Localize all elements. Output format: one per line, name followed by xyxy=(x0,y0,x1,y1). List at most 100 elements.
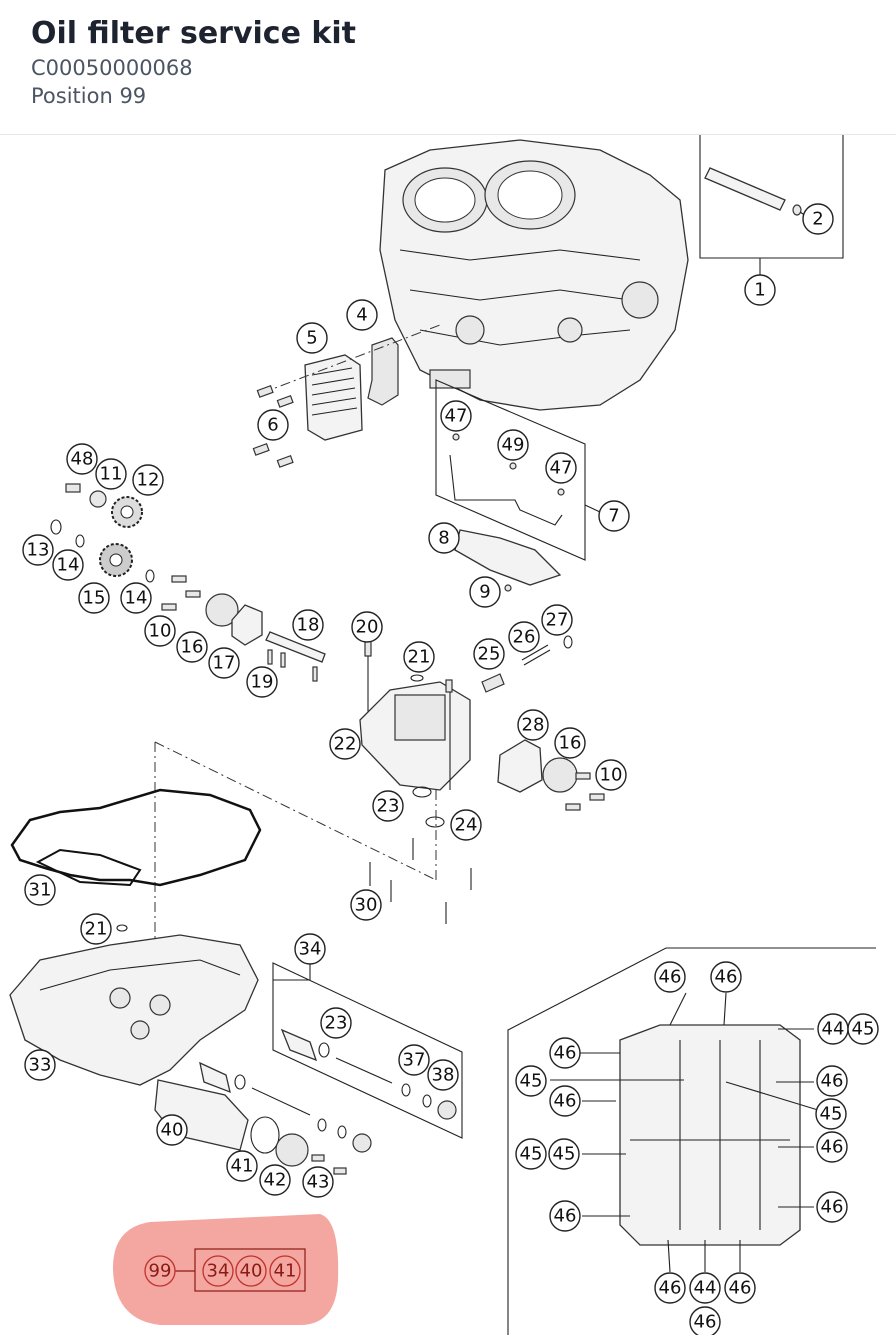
callout-4-text: 4 xyxy=(356,305,367,326)
callout-10-text: 10 xyxy=(600,765,623,786)
callout-14-text: 14 xyxy=(125,588,148,609)
callout-45-text: 45 xyxy=(553,1144,576,1165)
callout-46: 46 xyxy=(654,1272,686,1304)
callout-31: 31 xyxy=(24,874,56,906)
callout-38: 38 xyxy=(427,1059,459,1091)
callout-20-text: 20 xyxy=(356,617,379,638)
callout-25-text: 25 xyxy=(478,644,501,665)
callout-14: 14 xyxy=(52,549,84,581)
callout-47: 47 xyxy=(545,452,577,484)
callout-22: 22 xyxy=(329,728,361,760)
kit-item-34: 34 xyxy=(207,1261,230,1282)
callout-8-text: 8 xyxy=(438,528,449,549)
callout-9: 9 xyxy=(469,576,501,608)
oil-pan-drawing xyxy=(9,924,259,1086)
callout-46-text: 46 xyxy=(554,1043,577,1064)
callout-43: 43 xyxy=(302,1166,334,1198)
oil-filter-drawing xyxy=(154,1061,372,1175)
pump-housing-drawing xyxy=(359,635,573,828)
callout-42: 42 xyxy=(259,1164,291,1196)
callout-23-text: 23 xyxy=(377,796,400,817)
callout-45-text: 45 xyxy=(520,1071,543,1092)
callout-46: 46 xyxy=(549,1085,581,1117)
callout-27-text: 27 xyxy=(546,610,569,631)
callout-24-text: 24 xyxy=(455,815,478,836)
callout-20: 20 xyxy=(351,611,383,643)
callout-1: 1 xyxy=(744,274,776,306)
callout-34: 34 xyxy=(294,933,326,965)
callout-21: 21 xyxy=(403,641,435,673)
callout-46-text: 46 xyxy=(659,1278,682,1299)
callout-25: 25 xyxy=(473,638,505,670)
callout-8: 8 xyxy=(428,522,460,554)
callout-46: 46 xyxy=(816,1191,848,1223)
callout-48-text: 48 xyxy=(71,449,94,470)
callout-48: 48 xyxy=(66,443,98,475)
callout-37-text: 37 xyxy=(403,1050,426,1071)
callout-49: 49 xyxy=(497,429,529,461)
callout-22-text: 22 xyxy=(334,734,357,755)
callout-45: 45 xyxy=(815,1098,847,1130)
filter-screen-drawing xyxy=(454,529,562,592)
callout-33: 33 xyxy=(24,1049,56,1081)
pin-group xyxy=(699,135,844,276)
exploded-parts-diagram: 99 34 40 41 1245678910101112131414151616… xyxy=(9,135,879,1335)
callout-45-text: 45 xyxy=(520,1144,543,1165)
callout-24: 24 xyxy=(450,809,482,841)
callout-43-text: 43 xyxy=(307,1172,330,1193)
callout-45: 45 xyxy=(515,1065,547,1097)
callout-19: 19 xyxy=(246,666,278,698)
callout-28-text: 28 xyxy=(522,715,545,736)
callout-46: 46 xyxy=(710,961,742,993)
callout-7-text: 7 xyxy=(608,506,619,527)
callout-14: 14 xyxy=(120,582,152,614)
callout-26-text: 26 xyxy=(513,627,536,648)
callout-46-text: 46 xyxy=(554,1206,577,1227)
callout-23: 23 xyxy=(372,790,404,822)
callout-46-text: 46 xyxy=(659,967,682,988)
callout-45: 45 xyxy=(515,1138,547,1170)
position-label: Position 99 xyxy=(31,84,147,108)
oil-pan-detail-view xyxy=(507,947,876,1335)
callout-45-text: 45 xyxy=(852,1019,875,1040)
callout-19-text: 19 xyxy=(251,672,274,693)
callout-17-text: 17 xyxy=(213,653,236,674)
callout-46-text: 46 xyxy=(821,1071,844,1092)
callout-45: 45 xyxy=(548,1138,580,1170)
callout-1-text: 1 xyxy=(754,280,765,301)
callout-6-text: 6 xyxy=(267,415,278,436)
page-title: Oil filter service kit xyxy=(31,16,356,51)
callout-46: 46 xyxy=(549,1037,581,1069)
callout-16: 16 xyxy=(554,727,586,759)
callout-46-text: 46 xyxy=(694,1312,717,1333)
callout-41: 41 xyxy=(226,1150,258,1182)
callout-21-text: 21 xyxy=(85,919,108,940)
callout-46: 46 xyxy=(816,1065,848,1097)
callout-17: 17 xyxy=(208,647,240,679)
callout-9-text: 9 xyxy=(479,582,490,603)
callout-30-text: 30 xyxy=(355,895,378,916)
part-number: C00050000068 xyxy=(31,56,193,80)
callout-5-text: 5 xyxy=(306,328,317,349)
callout-42-text: 42 xyxy=(264,1170,287,1191)
callout-11: 11 xyxy=(95,458,127,490)
kit-number: 99 xyxy=(149,1261,172,1282)
callout-46-text: 46 xyxy=(729,1278,752,1299)
callout-21-text: 21 xyxy=(408,647,431,668)
callout-33-text: 33 xyxy=(29,1055,52,1076)
callout-12-text: 12 xyxy=(137,470,160,491)
bolt-group xyxy=(369,838,472,924)
page-header: Oil filter service kit C00050000068 Posi… xyxy=(0,0,896,135)
callout-44-text: 44 xyxy=(694,1278,717,1299)
callout-46: 46 xyxy=(816,1131,848,1163)
callout-2-text: 2 xyxy=(812,209,823,230)
callout-12: 12 xyxy=(132,464,164,496)
callout-10: 10 xyxy=(595,759,627,791)
oil-cooler-drawing xyxy=(252,324,441,468)
callout-13-text: 13 xyxy=(27,540,50,561)
callout-46-text: 46 xyxy=(554,1091,577,1112)
callout-40-text: 40 xyxy=(161,1120,184,1141)
rotor-group xyxy=(497,739,605,811)
service-kit-highlight[interactable]: 99 34 40 41 xyxy=(112,1214,339,1325)
